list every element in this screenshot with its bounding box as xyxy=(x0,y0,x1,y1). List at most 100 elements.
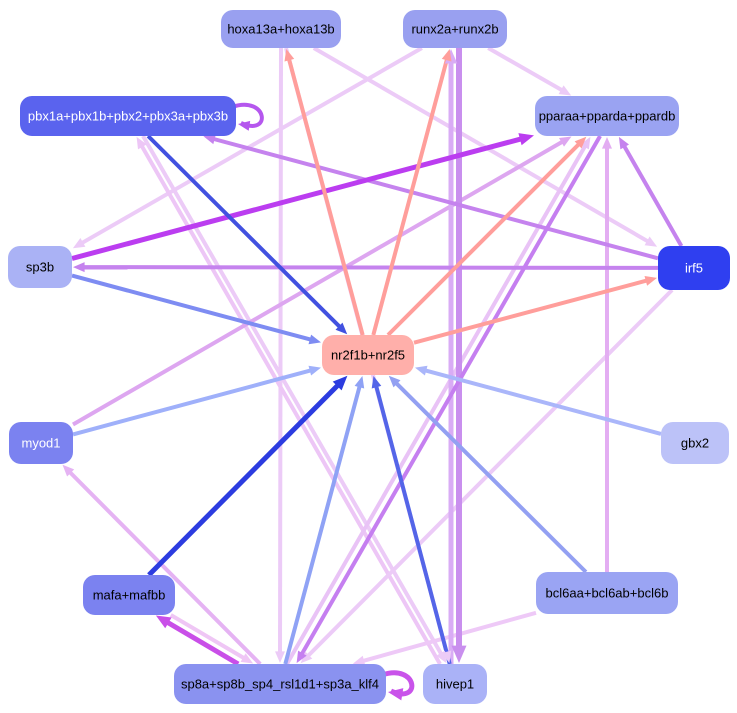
edge-sp3b-nr2f1b-arrowhead xyxy=(308,334,321,345)
node-pbx-box[interactable] xyxy=(20,96,236,136)
node-gbx2-box[interactable] xyxy=(661,422,729,464)
edge-runx2a-sp3b xyxy=(79,46,423,246)
node-runx2a-label: runx2a+runx2b xyxy=(411,22,498,37)
edge-bcl6aa-nr2f1b xyxy=(393,380,588,574)
node-nr2f1b-label: nr2f1b+nr2f5 xyxy=(331,348,405,363)
edge-hoxa13a-irf5-arrowhead xyxy=(644,236,658,247)
node-myod1[interactable]: myod1 xyxy=(9,422,73,464)
node-sp3b[interactable]: sp3b xyxy=(8,246,72,288)
node-hoxa13a[interactable]: hoxa13a+hoxa13b xyxy=(221,10,341,48)
self-loop-sp8a-arrowhead xyxy=(388,688,404,701)
edge-sp8a-mafa xyxy=(164,618,240,667)
edge-nr2f1b-irf5 xyxy=(413,278,650,345)
edge-pbx-hivep1-arrowhead xyxy=(436,650,447,664)
edge-sp8a-nr2f1b xyxy=(283,383,363,665)
node-irf5[interactable]: irf5 xyxy=(658,246,730,290)
node-bcl6aa[interactable]: bcl6aa+bcl6ab+bcl6b xyxy=(536,572,678,614)
node-bcl6aa-box[interactable] xyxy=(536,572,678,614)
edge-runx2a-pparaa-arrowhead xyxy=(558,85,572,96)
edge-sp8a-mafa-arrowhead xyxy=(155,615,172,629)
edge-gbx2-nr2f1b-arrowhead xyxy=(415,365,428,376)
edge-nr2f1b-hoxa13a xyxy=(286,56,365,336)
edge-pbx-nr2f1b-arrowhead xyxy=(335,322,348,335)
node-irf5-box[interactable] xyxy=(658,246,730,290)
node-bcl6aa-label: bcl6aa+bcl6ab+bcl6b xyxy=(546,586,669,601)
edge-bcl6aa-pparaa-arrowhead xyxy=(602,137,612,149)
edge-mafa-sp8a xyxy=(169,613,247,661)
edge-irf5-pbx-arrowhead xyxy=(203,134,216,145)
edge-irf5-pparaa-arrowhead xyxy=(618,136,629,150)
edge-mafa-nr2f1b-arrowhead xyxy=(332,375,348,391)
edge-sp3b-nr2f1b xyxy=(71,273,314,343)
edge-sp3b-pparaa xyxy=(71,135,525,261)
edge-nr2f1b-irf5-arrowhead xyxy=(644,276,657,286)
edge-hivep1-pbx xyxy=(139,143,442,665)
self-loop-pbx xyxy=(231,102,264,128)
edge-hoxa13a-sp8a xyxy=(278,47,283,655)
edge-sp3b-pparaa-arrowhead xyxy=(518,133,534,146)
edge-myod1-nr2f1b-arrowhead xyxy=(308,365,321,376)
edge-sp8a-myod1-arrowhead xyxy=(62,464,75,477)
node-sp3b-box[interactable] xyxy=(8,246,72,288)
edge-hoxa13a-sp8a-arrowhead xyxy=(275,651,285,663)
edge-runx2a-pparaa xyxy=(487,46,565,93)
edge-pbx-nr2f1b xyxy=(146,134,343,330)
node-pbx[interactable]: pbx1a+pbx1b+pbx2+pbx3a+pbx3b xyxy=(20,96,236,136)
edge-hivep1-nr2f1b-arrowhead xyxy=(371,376,382,389)
self-loop-pbx-arrowhead xyxy=(238,120,251,131)
edge-nr2f1b-pparaa xyxy=(386,141,582,337)
node-hivep1[interactable]: hivep1 xyxy=(423,664,487,704)
node-hivep1-label: hivep1 xyxy=(436,677,474,692)
edge-gbx2-nr2f1b xyxy=(422,367,662,436)
edge-nr2f1b-runx2a xyxy=(371,56,450,336)
edge-nr2f1b-hoxa13a-arrowhead xyxy=(284,49,295,62)
node-sp8a-label: sp8a+sp8b_sp4_rsl1d1+sp3a_klf4 xyxy=(181,677,379,692)
node-hoxa13a-label: hoxa13a+hoxa13b xyxy=(227,22,334,37)
edge-sp8a-myod1 xyxy=(67,469,262,666)
edge-irf5-pbx xyxy=(211,136,659,261)
edge-pbx-hivep1 xyxy=(141,135,444,657)
edge-pparaa-sp8a-arrowhead xyxy=(296,650,307,664)
node-myod1-box[interactable] xyxy=(9,422,73,464)
edge-hivep1-nr2f1b xyxy=(373,383,452,665)
node-mafa-box[interactable] xyxy=(83,575,175,615)
edge-mafa-nr2f1b xyxy=(147,381,342,577)
edge-hivep1-pbx-arrowhead xyxy=(136,136,147,150)
edge-myod1-nr2f1b xyxy=(72,367,314,437)
node-mafa[interactable]: mafa+mafbb xyxy=(83,575,175,615)
edge-pparaa-sp8a xyxy=(299,135,602,657)
edge-irf5-sp3b-arrowhead xyxy=(73,262,85,273)
node-sp8a-box[interactable] xyxy=(174,664,386,704)
edge-sp8a-nr2f1b-arrowhead xyxy=(354,376,365,389)
edge-hoxa13a-irf5 xyxy=(312,46,651,245)
edge-mafa-sp8a-arrowhead xyxy=(240,653,254,664)
edge-irf5-sp3b xyxy=(81,265,659,270)
node-layer: hoxa13a+hoxa13b runx2a+runx2b pbx1a+pbx1b+… xyxy=(8,10,730,704)
edge-irf5-sp8a-arrowhead xyxy=(300,651,313,664)
node-pbx-label: pbx1a+pbx1b+pbx2+pbx3a+pbx3b xyxy=(28,109,228,124)
node-gbx2-label: gbx2 xyxy=(681,436,709,451)
node-hoxa13a-box[interactable] xyxy=(221,10,341,48)
node-sp3b-label: sp3b xyxy=(26,260,54,275)
edge-nr2f1b-runx2a-arrowhead xyxy=(441,49,452,62)
arrowhead-layer xyxy=(62,49,658,701)
node-nr2f1b-box[interactable] xyxy=(322,335,414,375)
node-myod1-label: myod1 xyxy=(21,436,60,451)
edge-irf5-pparaa xyxy=(621,143,684,247)
edge-bcl6aa-nr2f1b-arrowhead xyxy=(388,375,401,388)
edge-sp8a-pparaa-arrowhead xyxy=(580,136,591,150)
node-irf5-label: irf5 xyxy=(685,261,703,276)
edge-nr2f1b-pparaa-arrowhead xyxy=(574,136,587,149)
node-pparaa[interactable]: pparaa+pparda+ppardb xyxy=(535,96,679,136)
node-runx2a[interactable]: runx2a+runx2b xyxy=(403,10,507,48)
node-sp8a[interactable]: sp8a+sp8b_sp4_rsl1d1+sp3a_klf4 xyxy=(174,664,386,704)
node-hivep1-box[interactable] xyxy=(423,664,487,704)
node-gbx2[interactable]: gbx2 xyxy=(661,422,729,464)
node-nr2f1b[interactable]: nr2f1b+nr2f5 xyxy=(322,335,414,375)
node-pparaa-box[interactable] xyxy=(535,96,679,136)
edge-layer xyxy=(67,46,684,697)
edge-runx2a-sp3b-arrowhead xyxy=(72,238,86,249)
node-runx2a-box[interactable] xyxy=(403,10,507,48)
